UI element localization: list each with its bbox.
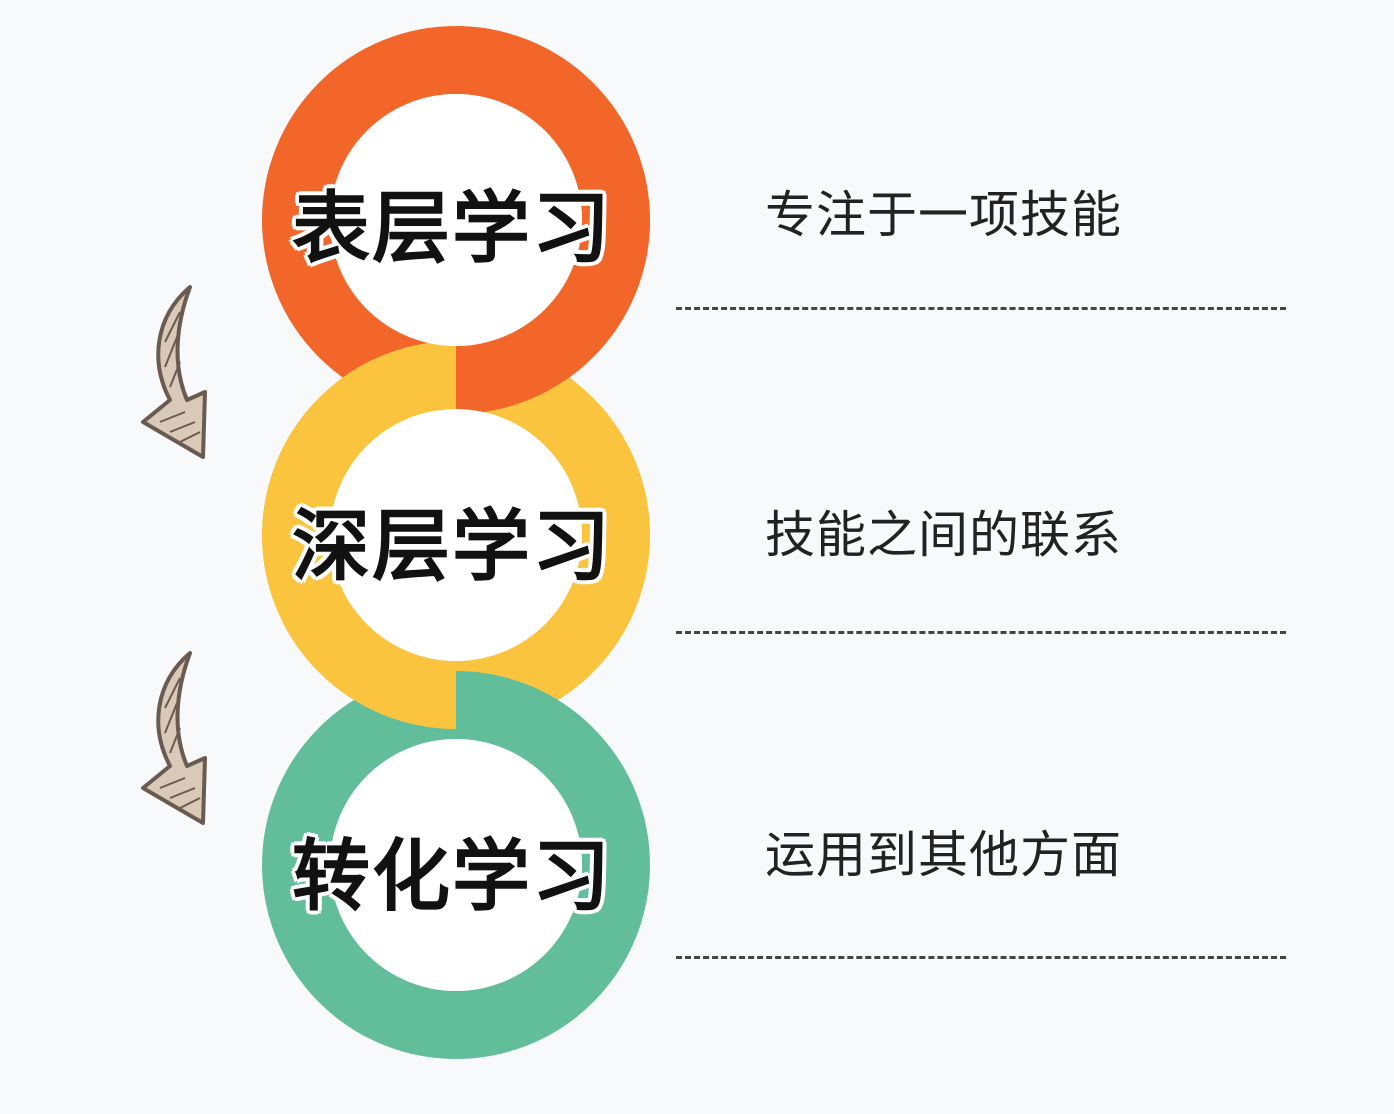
stage-label-transfer: 转化学习: [291, 832, 613, 922]
down-curved-arrow-icon: [141, 651, 207, 825]
ring-overlap-yellow-left: [262, 535, 456, 729]
divider-3: [676, 956, 1286, 959]
stage-label-surface: 表层学习: [291, 184, 613, 274]
stage-label-deep: 深层学习: [291, 502, 613, 592]
divider-1: [676, 307, 1286, 310]
stage-description-transfer: 运用到其他方面: [765, 826, 1122, 884]
stage-description-deep: 技能之间的联系: [765, 506, 1122, 564]
divider-2: [676, 631, 1286, 634]
stage-description-surface: 专注于一项技能: [765, 186, 1122, 244]
down-curved-arrow-icon: [141, 285, 207, 459]
ring-overlap-orange-right: [456, 220, 650, 414]
